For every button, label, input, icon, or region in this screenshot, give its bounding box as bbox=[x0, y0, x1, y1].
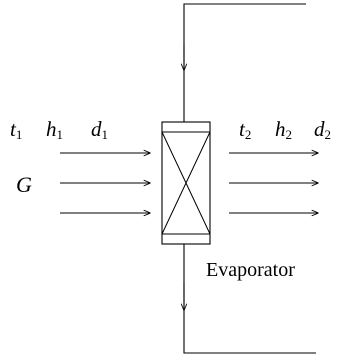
outlet-enthalpy-label: h2 bbox=[275, 117, 292, 142]
inlet-temperature-label: t1 bbox=[10, 117, 22, 142]
outlet-temperature-label: t2 bbox=[239, 117, 251, 142]
refrigerant-outlet-pipe bbox=[183, 244, 316, 354]
airflow-label: G bbox=[16, 172, 32, 197]
inlet-enthalpy-label: h1 bbox=[46, 117, 63, 142]
outlet-humidity-label: d2 bbox=[314, 117, 331, 142]
evaporator-box-diag-2 bbox=[161, 131, 211, 235]
inlet-humidity-label: d1 bbox=[91, 117, 108, 142]
evaporator-label: Evaporator bbox=[206, 259, 295, 281]
refrigerant-inlet-pipe bbox=[183, 3, 306, 122]
